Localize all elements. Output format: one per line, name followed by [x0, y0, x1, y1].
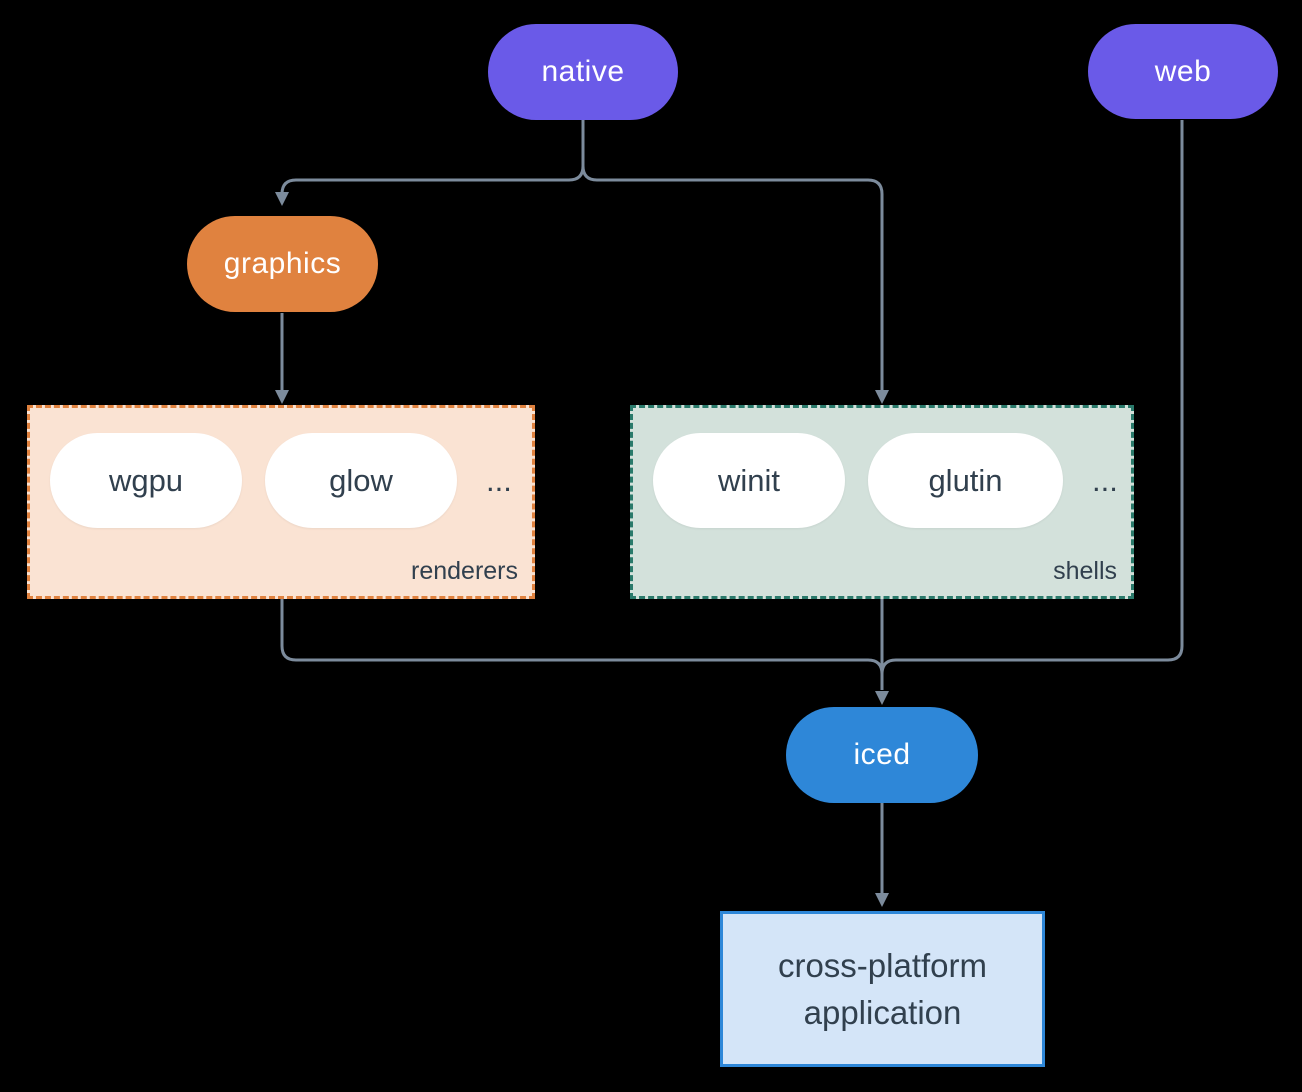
pill-glutin: glutin: [868, 433, 1063, 528]
node-web-label: web: [1154, 54, 1212, 88]
renderers-row: wgpu glow ...: [50, 433, 520, 528]
arrowhead-shells: [875, 390, 889, 404]
node-graphics-label: graphics: [223, 247, 342, 280]
node-application-label: cross-platform application: [777, 947, 988, 1031]
node-iced: iced: [786, 707, 978, 803]
pill-wgpu: wgpu: [50, 433, 242, 528]
edge-native-graphics: [280, 120, 585, 195]
group-label-shells: shells: [1053, 557, 1117, 585]
shells-ellipsis: ...: [1092, 462, 1118, 498]
node-iced-label: iced: [853, 738, 911, 771]
group-label-renderers: renderers: [411, 557, 518, 585]
renderers-ellipsis: ...: [486, 462, 512, 498]
pill-winit-label: winit: [717, 462, 780, 498]
shells-row: winit glutin ...: [653, 433, 1119, 528]
arrowhead-application: [875, 893, 889, 907]
group-shells: winit glutin ... shells: [630, 405, 1134, 599]
pill-winit: winit: [653, 433, 845, 528]
pill-glutin-label: glutin: [928, 462, 1003, 498]
node-graphics: graphics: [187, 216, 378, 312]
pill-glow-label: glow: [329, 462, 393, 498]
edge-renderers-iced: [280, 599, 884, 690]
arrowhead-iced: [875, 691, 889, 705]
arrowhead-graphics: [275, 192, 289, 206]
edge-native-shells: [581, 120, 884, 390]
node-native: native: [488, 24, 678, 120]
pill-glow: glow: [265, 433, 457, 528]
pill-wgpu-label: wgpu: [108, 462, 184, 498]
edge-web-iced: [880, 120, 1184, 690]
arrowhead-renderers: [275, 390, 289, 404]
node-native-label: native: [541, 55, 625, 88]
node-application: cross-platform application: [720, 911, 1045, 1067]
node-web: web: [1088, 24, 1278, 119]
group-renderers: wgpu glow ... renderers: [27, 405, 535, 599]
